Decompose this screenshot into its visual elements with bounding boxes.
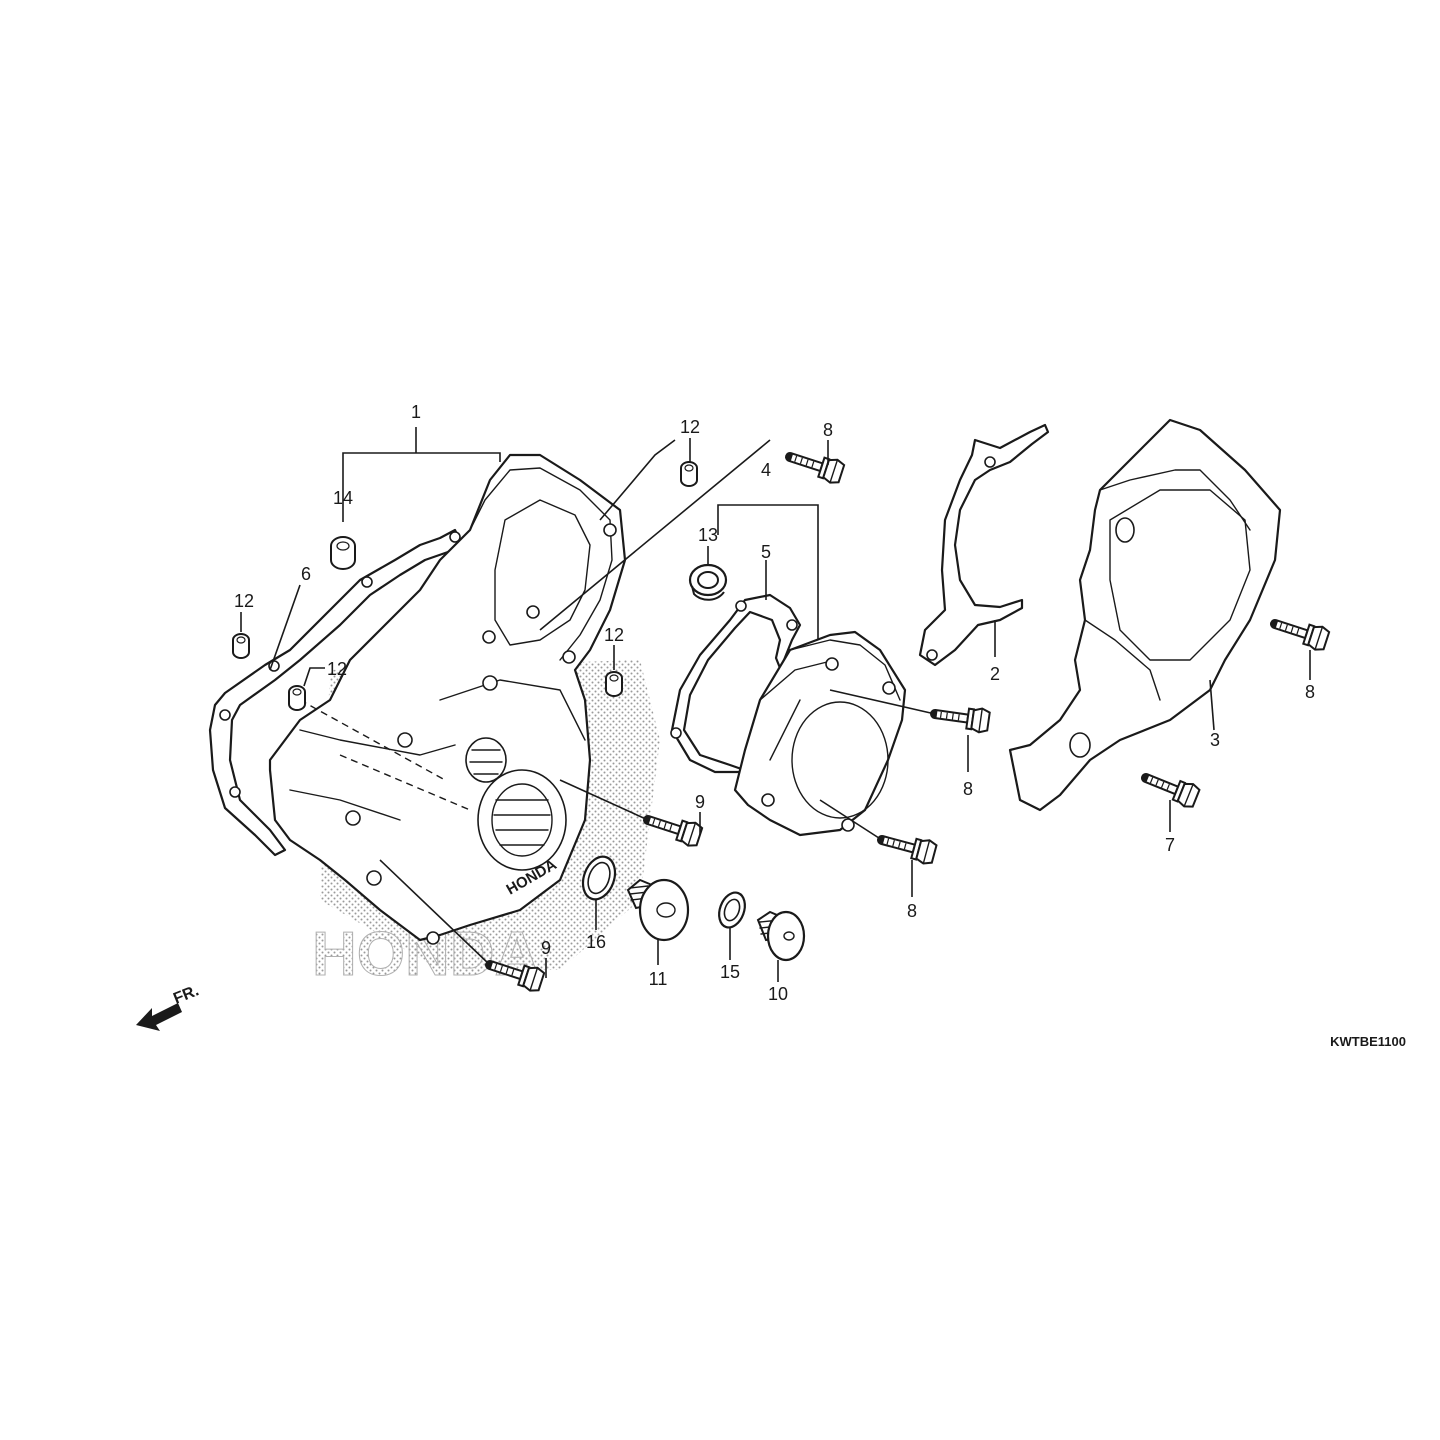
part-15-washer: [718, 891, 746, 929]
part-6-gasket: [208, 528, 464, 857]
callout-7: 7: [1165, 835, 1175, 855]
callout-9-b: 9: [541, 938, 551, 958]
callout-2: 2: [990, 664, 1000, 684]
callout-9-a: 9: [695, 792, 705, 812]
direction-label: FR.: [171, 982, 201, 1007]
front-direction-indicator: FR.: [136, 982, 201, 1031]
callout-3: 3: [1210, 730, 1220, 750]
part-1-left-crankcase-cover: HONDA: [268, 453, 627, 945]
part-14-collar: [330, 536, 356, 570]
part-13-oil-seal: [688, 563, 728, 601]
callout-13: 13: [698, 525, 718, 545]
callout-15: 15: [720, 962, 740, 982]
callout-1: 1: [411, 402, 421, 422]
callout-16: 16: [586, 932, 606, 952]
watermark-wordmark: HONDA: [312, 920, 539, 989]
callout-4: 4: [761, 460, 771, 480]
diagram-code: KWTBE1100: [1330, 1034, 1406, 1049]
part-3-left-side-cover: [1008, 418, 1282, 812]
part-16-o-ring: [581, 855, 617, 901]
part-12-dowel-pin: [232, 633, 250, 659]
callout-8-d: 8: [907, 901, 917, 921]
part-2-bracket: [918, 423, 1050, 667]
part-12-dowel-pin: [605, 671, 623, 697]
callout-labels: 1 14 6 12 12 12 12 8 4 13 5 2 3 8 8 7 8 …: [234, 402, 1315, 1004]
part-11-filler-cap: [626, 878, 690, 942]
part-7-flange-bolt: [1142, 767, 1201, 809]
part-8-flange-bolt: [786, 446, 845, 486]
part-10-drain-plug: [756, 910, 806, 962]
callout-14: 14: [333, 488, 353, 508]
part-5-gasket: [670, 593, 802, 774]
callout-11: 11: [649, 969, 668, 989]
callout-6: 6: [301, 564, 311, 584]
callout-8-a: 8: [823, 420, 833, 440]
leader-lines: [240, 427, 1311, 982]
callout-10: 10: [768, 984, 788, 1004]
part-12-dowel-pin: [680, 461, 698, 487]
part-12-dowel-pin: [288, 685, 306, 711]
callout-12-a: 12: [234, 591, 254, 611]
part-9-flange-bolt: [644, 809, 703, 849]
callout-12-c: 12: [680, 417, 700, 437]
callout-12-b: 12: [327, 659, 347, 679]
callout-8-b: 8: [1305, 682, 1315, 702]
part-8-flange-bolt: [1271, 613, 1330, 653]
callout-12-d: 12: [604, 625, 624, 645]
arrow-left-icon: [136, 1003, 182, 1031]
callout-8-c: 8: [963, 779, 973, 799]
part-4-starter-cover: [733, 630, 907, 837]
part-8-flange-bolt: [933, 702, 990, 733]
callout-5: 5: [761, 542, 771, 562]
part-8-flange-bolt: [879, 828, 937, 865]
